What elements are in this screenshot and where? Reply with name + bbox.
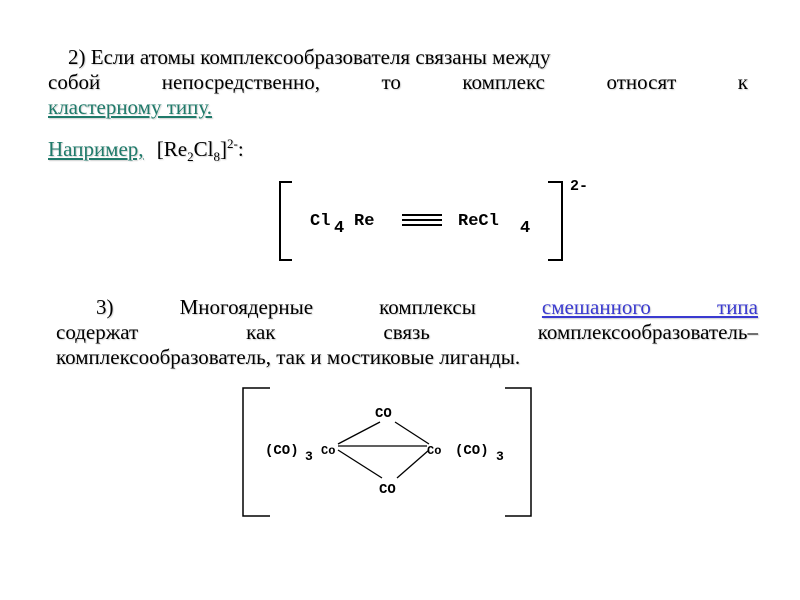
- paragraph-line: содержат как связь комплексообразователь…: [56, 320, 758, 344]
- left-re-label: Re: [354, 212, 374, 231]
- bridging-co-bottom: CO: [379, 482, 396, 498]
- right-co3-label: (CO): [455, 443, 489, 459]
- formula-part: ]: [219, 137, 227, 161]
- re2cl8-structure: Cl 4 Re ReCl 4 2-: [279, 178, 588, 261]
- formula-part: :: [237, 137, 244, 161]
- bridging-co-top: CO: [375, 406, 392, 422]
- cluster-type-link[interactable]: кластерному типу.: [48, 95, 213, 119]
- left-co3-label: (CO): [265, 443, 299, 459]
- charge-label: 2-: [570, 178, 588, 195]
- right-co-atom: Co: [427, 444, 441, 458]
- left-co-atom: Co: [321, 444, 335, 458]
- paragraph-line: 3) Многоядерные комплексы смешанного тип…: [48, 295, 758, 320]
- left-bracket: [279, 181, 292, 261]
- formula-subscript: 2: [187, 149, 194, 165]
- example-link[interactable]: Например,: [48, 137, 144, 161]
- mixed-type-link[interactable]: смешанного типа: [541, 295, 758, 319]
- right-co3-subscript: 3: [496, 449, 504, 464]
- formula-charge: 2-: [226, 136, 238, 151]
- bridge-bond: [337, 421, 381, 445]
- left-cl-label: Cl: [310, 212, 330, 231]
- left-bracket: [242, 387, 270, 517]
- bridge-bond: [394, 421, 430, 445]
- paragraph-line: кластерному типу.: [48, 95, 748, 120]
- bridge-bond: [396, 449, 430, 479]
- formula-part: [Re: [156, 137, 188, 161]
- right-recl-label: ReCl: [458, 212, 499, 231]
- right-cl-subscript: 4: [520, 219, 530, 238]
- example-line: Например, [Re2Cl8]2-:: [48, 136, 448, 165]
- formula: [Re2Cl8]2-:: [156, 136, 244, 165]
- paragraph-cluster: 2) Если атомы комплексообразователя связ…: [48, 45, 748, 120]
- paragraph-line: комплексообразователь, так и мостиковые …: [56, 345, 521, 369]
- left-cl-subscript: 4: [334, 219, 344, 238]
- co2co8-structure: CO CO (CO) 3 Co Co (CO) 3: [242, 387, 532, 517]
- paragraph-line: собой непосредственно, то комплекс относ…: [48, 70, 748, 94]
- left-co3-subscript: 3: [305, 449, 313, 464]
- paragraph-line: 2) Если атомы комплексообразователя связ…: [68, 45, 551, 69]
- paragraph-mixed: 3) Многоядерные комплексы смешанного тип…: [48, 295, 758, 370]
- right-bracket: [505, 387, 532, 517]
- right-bracket: [548, 181, 563, 261]
- paragraph-text: 3) Многоядерные комплексы: [96, 295, 476, 319]
- bridge-bond: [337, 449, 383, 479]
- formula-part: Cl: [193, 137, 214, 161]
- formula-subscript: 8: [213, 149, 220, 165]
